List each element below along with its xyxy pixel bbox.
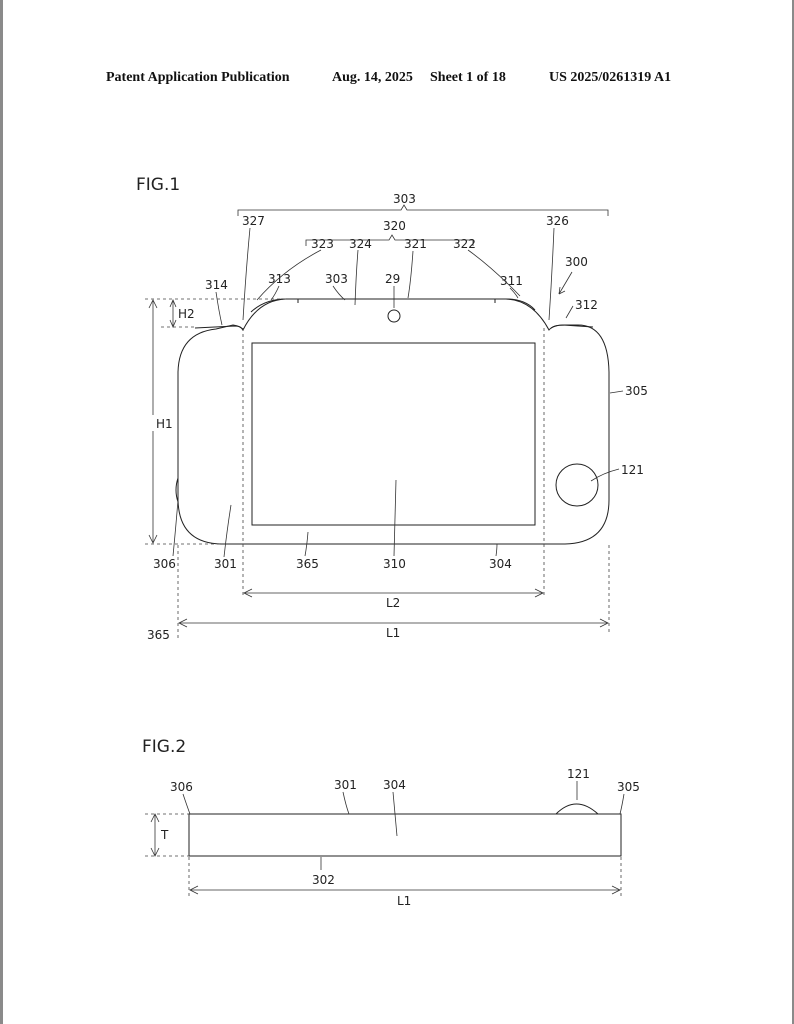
page-header: Patent Application Publication Aug. 14, … (3, 70, 792, 92)
patent-sheet: Patent Application Publication Aug. 14, … (3, 0, 792, 1024)
ref-322: 322 (453, 237, 476, 251)
dim-l1-arrows (178, 618, 609, 628)
fig2-ref-121: 121 (567, 767, 590, 781)
fig2-leader-304 (392, 791, 398, 837)
dim-l2-arrows (243, 588, 544, 598)
fig2-leader-306 (182, 793, 191, 815)
drawing-canvas: FIG.1 303 320 327 326 323 324 321 322 30… (136, 175, 648, 908)
h1-label-bg (149, 415, 169, 431)
bump-311 (494, 298, 536, 311)
label-h1: H1 (156, 417, 173, 431)
ref-301: 301 (214, 557, 237, 571)
ref-321: 321 (404, 237, 427, 251)
leader-303 (332, 285, 346, 301)
leader-327 (242, 227, 251, 321)
dim-h2-arrows (169, 298, 177, 329)
fig2-label-l1: L1 (397, 894, 411, 908)
fig2-ref-301: 301 (334, 778, 357, 792)
leader-326 (548, 227, 555, 321)
fig2-leader-301 (342, 791, 350, 815)
fig2-ref-306: 306 (170, 780, 193, 794)
ref-304: 304 (489, 557, 512, 571)
ref-320: 320 (383, 219, 406, 233)
figure-2: FIG.2 121 306 301 304 305 T 302 (142, 737, 640, 908)
fig2-ref-305: 305 (617, 780, 640, 794)
fig1-label: FIG.1 (136, 175, 180, 195)
fig2-leader-305 (619, 793, 625, 815)
figure-1: FIG.1 303 320 327 326 323 324 321 322 30… (136, 175, 648, 642)
ref-300: 300 (565, 255, 588, 269)
leader-121 (590, 468, 620, 482)
dim-t-arrows (150, 813, 160, 857)
fig2-ref-302: 302 (312, 873, 335, 887)
dim-h1-arrows (148, 299, 158, 544)
leader-324 (354, 249, 359, 306)
fig2-label: FIG.2 (142, 737, 186, 757)
leader-314 (215, 291, 223, 326)
label-h2: H2 (178, 307, 195, 321)
ref-303-top: 303 (393, 192, 416, 206)
ref-310: 310 (383, 557, 406, 571)
ref-365-side: 365 (147, 628, 170, 642)
leader-322 (467, 249, 521, 297)
sheet-number: Sheet 1 of 18 (430, 70, 506, 85)
ref-306: 306 (153, 557, 176, 571)
leader-321 (407, 250, 414, 299)
publication-date: Aug. 14, 2025 (332, 70, 413, 85)
ref-311: 311 (500, 274, 523, 288)
leader-305 (609, 390, 624, 394)
ref-29: 29 (385, 272, 400, 286)
ref-121: 121 (621, 463, 644, 477)
ref-312: 312 (575, 298, 598, 312)
ref-303: 303 (325, 272, 348, 286)
ref-324: 324 (349, 237, 372, 251)
leader-304 (495, 543, 498, 557)
display-310 (251, 342, 536, 526)
ref-323: 323 (311, 237, 334, 251)
ref-305: 305 (625, 384, 648, 398)
leader-306 (172, 499, 179, 557)
device-side-body (188, 813, 622, 857)
camera-29 (387, 309, 401, 323)
edge-306 (175, 477, 179, 503)
ref-326: 326 (546, 214, 569, 228)
leader-312 (565, 305, 574, 319)
brace-320 (305, 234, 474, 246)
brace-303 (237, 204, 609, 216)
button-121 (555, 463, 599, 507)
button-121-side (555, 803, 599, 815)
shoulder-312 (550, 324, 594, 329)
fig2-dim-l1-arrows (189, 885, 621, 895)
leader-301 (223, 504, 232, 558)
fig2-ref-304: 304 (383, 778, 406, 792)
leader-313 (270, 285, 280, 301)
label-l2: L2 (386, 596, 400, 610)
arrowhead-300 (558, 286, 566, 295)
ref-313: 313 (268, 272, 291, 286)
ref-365-bottom: 365 (296, 557, 319, 571)
publication-type: Patent Application Publication (106, 70, 290, 85)
leader-365 (304, 531, 309, 557)
ref-314: 314 (205, 278, 228, 292)
patent-number: US 2025/0261319 A1 (549, 70, 672, 85)
label-l1: L1 (386, 626, 400, 640)
fig2-label-t: T (160, 828, 169, 842)
shoulder-314 (194, 325, 244, 331)
leader-310 (393, 479, 397, 557)
leader-311 (509, 287, 519, 299)
leader-323 (256, 249, 322, 301)
ref-327: 327 (242, 214, 265, 228)
device-outline (177, 298, 610, 545)
arrow-300 (558, 271, 573, 295)
